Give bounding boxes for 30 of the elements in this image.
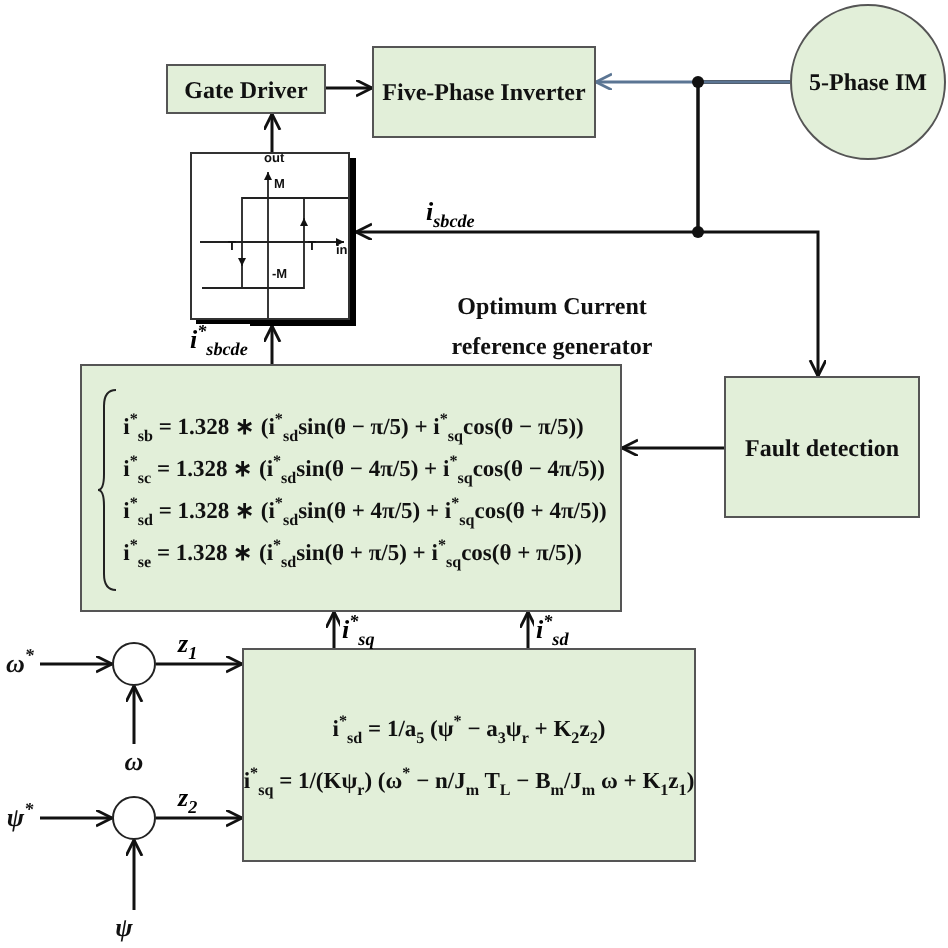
arrow: [262, 112, 282, 152]
arrow: [594, 72, 790, 92]
signal-label: ω: [118, 744, 150, 780]
signal-label: ω$^{*}$: [0, 646, 40, 682]
arrow: [124, 838, 144, 910]
equation: i$^{*}$$_{sd}$ = 1/a$_{5}$ (ψ$^{*}$ − a$_{3}$ψ$_{r}$ + K$_{2}$z$_{2}$): [332, 717, 606, 741]
arrow: [40, 808, 114, 828]
process-box: [724, 376, 920, 518]
arrow: [326, 78, 374, 98]
arrow: [156, 654, 244, 674]
summing-junction: [112, 642, 156, 686]
process-box: [242, 648, 696, 862]
box-label: Gate Driver: [182, 73, 310, 107]
arrow: [40, 654, 114, 674]
edge-label: i$_{sbcde}$: [424, 196, 477, 228]
arrow: [620, 438, 724, 458]
summing-junction: [112, 796, 156, 840]
arrow: [156, 808, 244, 828]
arrow: [324, 610, 344, 648]
arrow: [124, 684, 144, 744]
signal-label: ψ: [108, 910, 140, 946]
process-box: [372, 46, 596, 138]
block-heading: Optimum Current reference generator: [449, 290, 655, 365]
box-label: Five-Phase Inverter: [380, 76, 588, 110]
arrow: [518, 610, 538, 648]
arrow: [262, 324, 282, 364]
signal-label: ψ$^{*}$: [0, 800, 40, 836]
box-label: Fault detection: [743, 431, 901, 465]
process-box: [166, 64, 326, 114]
box-label: 5-Phase IM: [807, 66, 929, 100]
